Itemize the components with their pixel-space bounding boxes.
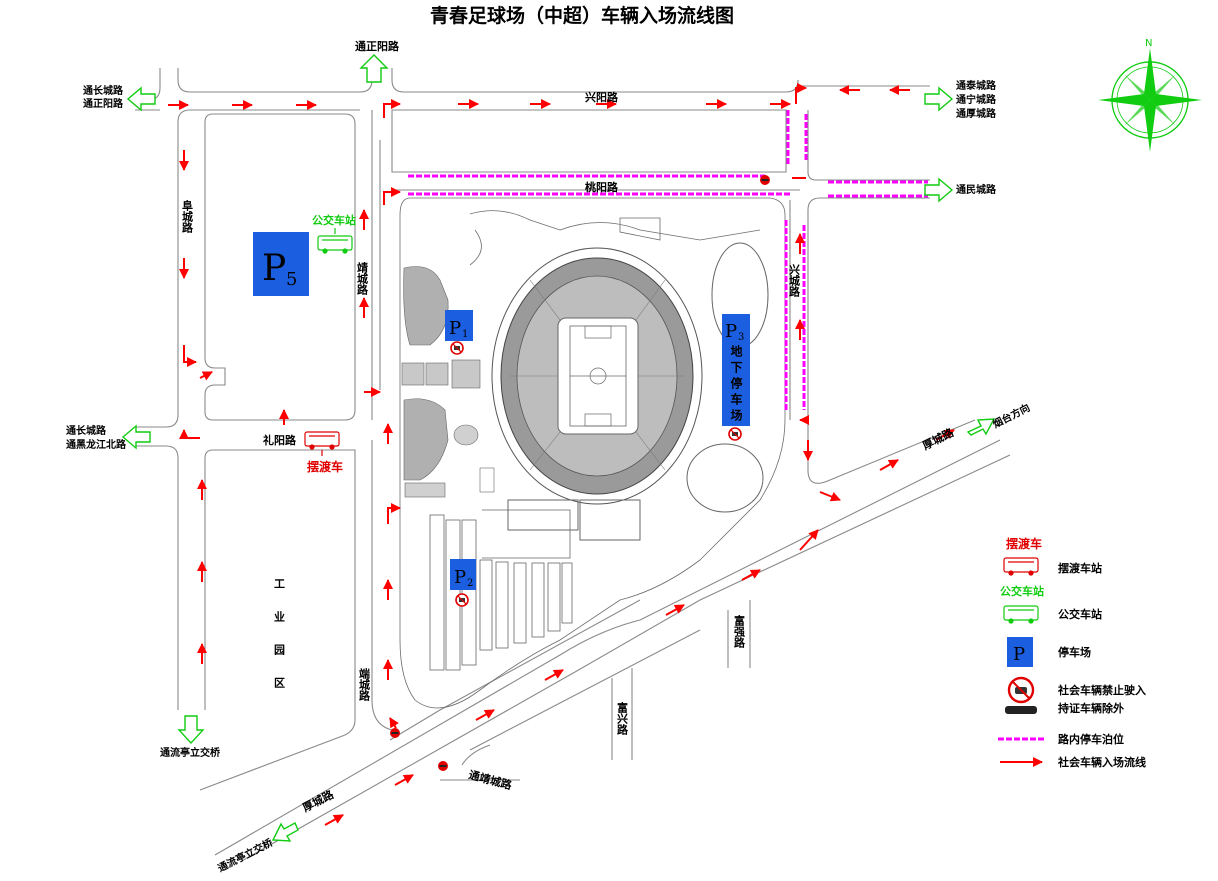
shuttle-bus-icon [1003, 557, 1039, 576]
dest-west-mid-2: 通黑龙江北路 [66, 438, 127, 451]
north-exit-arrow [359, 54, 389, 83]
svg-text:P: P [454, 567, 466, 588]
legend-shuttle-symbol: 摆渡车 [1006, 536, 1042, 551]
parking-p3: P 3 地下停车场 [722, 314, 750, 426]
parking-p2: P 2 [450, 559, 476, 590]
svg-text:3: 3 [738, 332, 744, 343]
dest-yantai: 烟台方向 [990, 401, 1032, 431]
svg-text:1: 1 [462, 329, 468, 340]
parking-icon [1007, 637, 1033, 667]
road-houcheng-ne: 厚城路 [920, 425, 957, 453]
legend-roadside-text: 路内停车泊位 [1058, 732, 1124, 746]
no-entry-icon [728, 427, 742, 441]
shuttle-bus-icon [304, 431, 340, 456]
dest-east-min: 通民城路 [956, 183, 997, 196]
road-xingyang: 兴阳路 [585, 90, 619, 104]
legend-flow-text: 社会车辆入场流线 [1057, 755, 1146, 769]
road-fucheng: 阜城路 [181, 199, 194, 234]
bus-station-p5: 公交车站 [312, 213, 356, 254]
legend-bus-text: 公交车站 [1058, 607, 1102, 621]
compass-north: N [1145, 38, 1152, 49]
legend: 摆渡车 摆渡车站 公交车站 公交车站 P 停车场 社会车辆禁止驶入 持证车辆除外… [998, 536, 1146, 769]
svg-text:P: P [1013, 644, 1025, 665]
legend-parking-text: 停车场 [1058, 645, 1091, 659]
road-jingcheng: 靖城路 [356, 261, 369, 296]
road-liyang: 礼阳路 [263, 433, 297, 447]
dest-east-top-2: 通宁城路 [956, 93, 997, 106]
dest-west-mid-1: 通长城路 [66, 424, 107, 437]
west-mid-exit-arrow [121, 424, 151, 450]
dest-east-top-1: 通泰城路 [956, 79, 997, 92]
vehicle-flow-arrows [168, 83, 955, 826]
yantai-exit-arrow [966, 418, 996, 436]
road-block-icon [390, 728, 400, 738]
shuttle-label: 摆渡车 [307, 459, 343, 474]
direction-arrows [121, 54, 996, 842]
sw-exit-arrow [271, 822, 299, 842]
bus-icon [317, 228, 353, 254]
map-title: 青春足球场（中超）车辆入场流线图 [430, 4, 734, 27]
legend-shuttle-text: 摆渡车站 [1058, 561, 1102, 575]
bus-station-label: 公交车站 [312, 213, 356, 227]
p3-label: 地下停车场 [729, 344, 743, 425]
dest-east-top-3: 通厚城路 [956, 107, 997, 120]
legend-noentry-text-1: 社会车辆禁止驶入 [1057, 683, 1146, 697]
road-tongjingcheng: 通靖城路 [467, 767, 514, 792]
road-network [135, 68, 1011, 863]
legend-noentry-text-2: 持证车辆除外 [1058, 701, 1124, 715]
parking-p1: P 1 [445, 310, 473, 341]
road-tongzhengyang: 通正阳路 [355, 39, 400, 53]
no-entry-icon [450, 341, 464, 355]
svg-text:P: P [262, 248, 286, 289]
east-min-exit-arrow [924, 177, 954, 203]
west-top-exit-arrow [126, 86, 156, 112]
road-fuqiang: 富强路 [733, 614, 746, 649]
shuttle-station: 摆渡车 [304, 431, 343, 474]
road-xingcheng: 兴城路 [788, 263, 801, 298]
bus-icon [1003, 605, 1039, 624]
road-block-icon [438, 761, 448, 771]
no-entry-icon [455, 593, 469, 607]
compass-rose: N [1098, 38, 1202, 152]
svg-text:P: P [725, 321, 737, 342]
south-exit-arrow [177, 715, 205, 745]
industrial-zone-label: 工业园区 [273, 578, 286, 710]
dest-sw-bridge: 通流亭立交桥 [215, 835, 275, 874]
road-taoyang: 桃阳路 [585, 180, 619, 194]
svg-text:P: P [449, 318, 461, 339]
dest-west-top-2: 通正阳路 [83, 97, 124, 110]
svg-text:2: 2 [467, 578, 473, 589]
east-top-exit-arrow [924, 86, 954, 112]
road-duancheng: 端城路 [358, 667, 371, 702]
roadside-parking [408, 110, 928, 410]
road-fuxing: 富兴路 [616, 701, 629, 736]
parking-p5: P 5 [253, 232, 309, 296]
legend-bus-symbol: 公交车站 [1000, 584, 1044, 598]
dest-south-bridge: 通流亭立交桥 [160, 746, 221, 759]
no-entry-icon [1005, 676, 1037, 714]
svg-text:5: 5 [286, 269, 297, 290]
west-gardens [401, 266, 495, 498]
dest-west-top-1: 通长城路 [83, 84, 124, 97]
stadium [469, 210, 769, 541]
road-block-icon [760, 175, 770, 185]
no-entry-signs [390, 175, 770, 771]
